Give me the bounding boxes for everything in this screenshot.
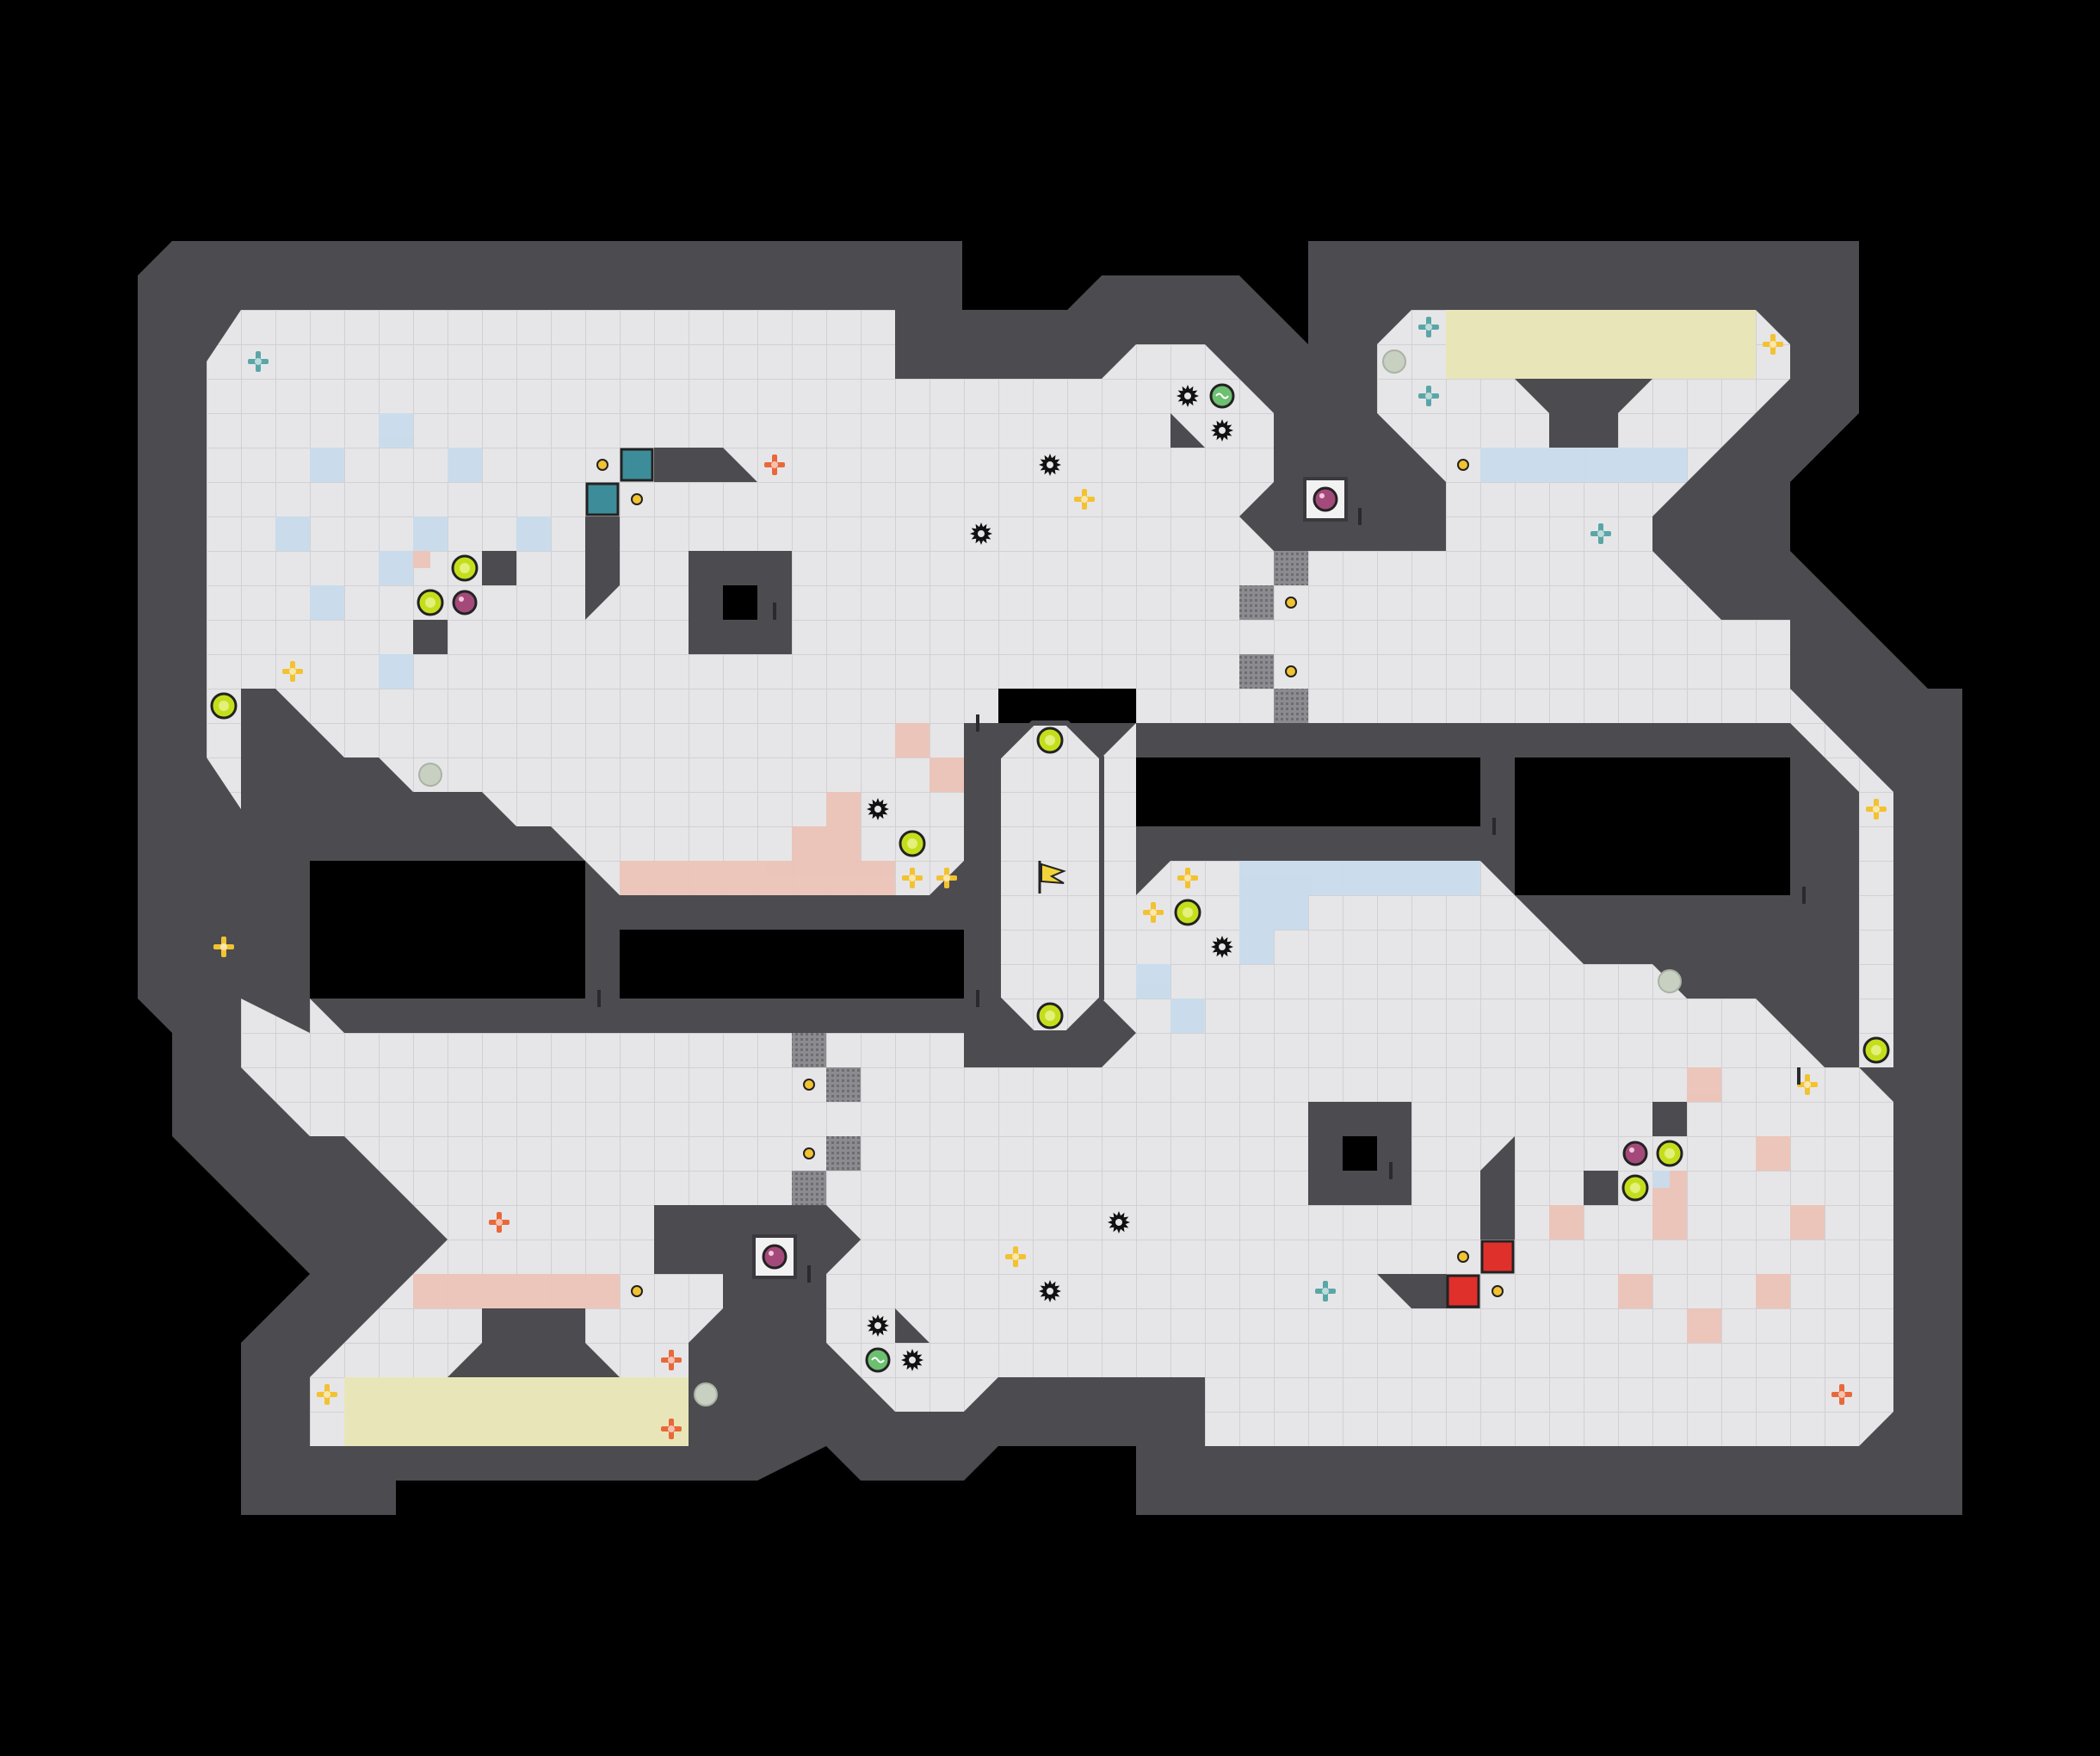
plus-icon[interactable] <box>902 868 923 888</box>
button-icon[interactable] <box>1492 1285 1504 1297</box>
plus-icon[interactable] <box>213 937 234 957</box>
plus-icon[interactable] <box>1315 1281 1336 1302</box>
plus-icon[interactable] <box>936 868 957 888</box>
plus-icon[interactable] <box>1797 1074 1818 1095</box>
bomb-icon[interactable] <box>452 590 478 615</box>
gates <box>792 551 1308 1205</box>
boost-icon[interactable] <box>1862 1036 1890 1064</box>
gate-icon <box>1274 551 1308 585</box>
yellow-zones <box>344 310 1756 1446</box>
plus-icon[interactable] <box>248 351 269 372</box>
button-icon[interactable] <box>631 1285 643 1297</box>
red-team-tile-icon <box>1446 1274 1480 1308</box>
wall-tick <box>773 603 776 620</box>
spike-icon <box>1039 454 1061 476</box>
bomb-icon[interactable] <box>1622 1141 1648 1166</box>
button-icon[interactable] <box>1285 665 1297 677</box>
inactive-boost-icon <box>418 763 442 787</box>
wall-tick <box>1389 1162 1393 1179</box>
inactive-boost-icon <box>1382 349 1406 374</box>
button-icon[interactable] <box>631 493 643 505</box>
button-icon[interactable] <box>1285 597 1297 609</box>
plus-icon[interactable] <box>1005 1246 1026 1267</box>
pink-zones <box>413 551 1825 1343</box>
plus-icon[interactable] <box>1831 1384 1852 1405</box>
plus-icon[interactable] <box>661 1419 682 1439</box>
boost-icon[interactable] <box>1036 1002 1064 1029</box>
boost-icon[interactable] <box>1036 727 1064 754</box>
plus-icon[interactable] <box>489 1212 510 1233</box>
wall-tick <box>1492 818 1496 835</box>
spike-icon <box>867 798 889 820</box>
blue-team-tile-icon <box>585 482 620 516</box>
gate-icon <box>792 1033 826 1067</box>
gate-icon <box>826 1136 861 1171</box>
spike-icon <box>970 522 992 545</box>
spike-icon <box>1211 936 1233 958</box>
spike-icon <box>1177 385 1199 407</box>
portal-icon[interactable] <box>1209 383 1235 409</box>
plus-icon[interactable] <box>1418 386 1439 406</box>
spike-icon <box>1211 419 1233 442</box>
inactive-boost-icon <box>694 1382 718 1407</box>
plus-icon[interactable] <box>1590 523 1611 544</box>
button-icon[interactable] <box>1457 1251 1469 1263</box>
wall-tick <box>1802 887 1806 904</box>
gate-icon <box>792 1171 826 1205</box>
team-tiles[interactable] <box>585 448 1515 1308</box>
boost-icon[interactable] <box>1656 1140 1683 1167</box>
gate-icon <box>1239 585 1274 620</box>
gate-icon <box>1274 689 1308 723</box>
button-icon[interactable] <box>596 459 608 471</box>
gate-icon <box>1239 654 1274 689</box>
wall-tick <box>597 990 601 1007</box>
plus-icon[interactable] <box>1074 489 1095 510</box>
portal-icon[interactable] <box>865 1347 891 1373</box>
boost-icon[interactable] <box>451 554 479 582</box>
plus-icon[interactable] <box>1177 868 1198 888</box>
wall-tick <box>807 1265 811 1283</box>
plus-icon[interactable] <box>1866 799 1887 819</box>
red-team-tile-icon <box>1480 1240 1515 1274</box>
plus-icon[interactable] <box>661 1350 682 1370</box>
button-icon[interactable] <box>803 1079 815 1091</box>
boost-icon[interactable] <box>417 589 444 616</box>
blue-team-tile-icon <box>620 448 654 482</box>
button-icon[interactable] <box>1457 459 1469 471</box>
blue-zones <box>275 413 1687 1188</box>
boost-icon[interactable] <box>1621 1174 1649 1202</box>
spike-icon <box>901 1349 923 1371</box>
sprites[interactable] <box>210 317 1890 1439</box>
button-icon[interactable] <box>803 1147 815 1159</box>
bomb-pedestals <box>752 477 1348 1279</box>
boost-icon[interactable] <box>210 692 238 720</box>
gate-icon <box>826 1067 861 1102</box>
bomb-icon[interactable] <box>762 1244 788 1270</box>
boost-icon[interactable] <box>1174 899 1201 926</box>
wall-tick <box>976 714 979 732</box>
plus-icon[interactable] <box>1143 902 1164 923</box>
plus-icon[interactable] <box>317 1384 337 1405</box>
spike-icon <box>1039 1280 1061 1302</box>
wall-tick <box>1797 1067 1800 1085</box>
spike-icon <box>1108 1211 1130 1234</box>
boost-icon[interactable] <box>899 830 926 857</box>
bomb-icon[interactable] <box>1312 486 1338 512</box>
plus-icon[interactable] <box>1763 334 1783 355</box>
inactive-boost-icon <box>1658 969 1682 993</box>
plus-icon[interactable] <box>1418 317 1439 337</box>
spike-icon <box>867 1314 889 1337</box>
flag-icon[interactable] <box>1038 861 1066 893</box>
plus-icon[interactable] <box>282 661 303 682</box>
wall-tick <box>1358 508 1362 525</box>
plus-icon[interactable] <box>764 454 785 475</box>
voids <box>310 241 1790 1515</box>
wall-tick <box>976 990 979 1007</box>
